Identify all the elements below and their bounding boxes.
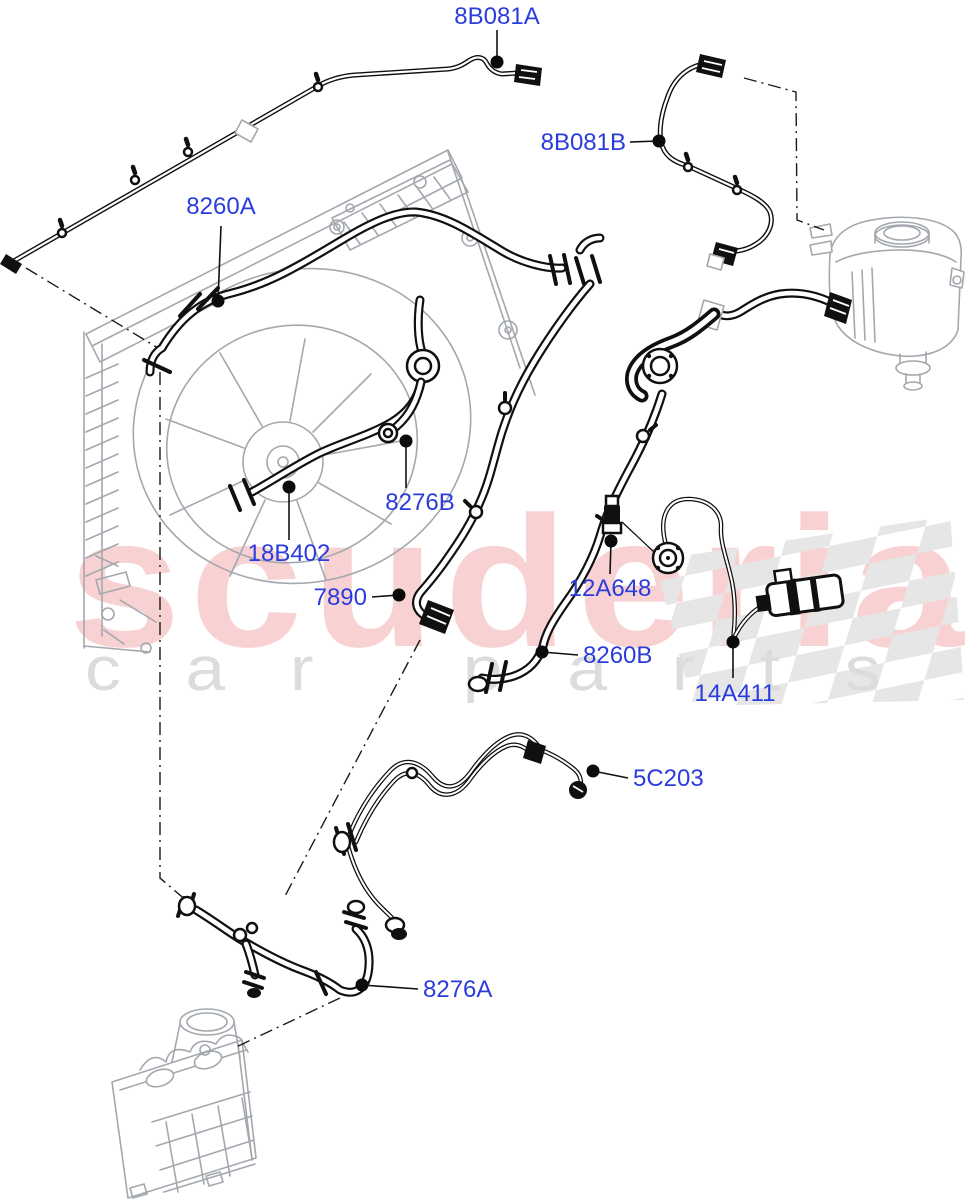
hose-to-7890-connector <box>412 233 605 634</box>
part-label-12A648[interactable]: 12A648 <box>569 575 652 602</box>
callout-dot <box>211 294 225 308</box>
part-label-18B402[interactable]: 18B402 <box>248 540 331 567</box>
part-label-8B081B[interactable]: 8B081B <box>541 129 626 156</box>
watermark-tagline: car parts <box>85 635 945 704</box>
hose-8276A <box>176 892 374 998</box>
part-label-8B081A[interactable]: 8B081A <box>454 3 539 30</box>
vent-tube-8B081A <box>0 55 542 274</box>
callout-dot <box>282 480 296 494</box>
callouts: 8B081A 8B081B 8260A 8276B 18B402 7890 12A648 82… <box>186 3 775 1003</box>
callout-dot <box>726 635 740 649</box>
callout-dot <box>490 55 504 69</box>
callout-dot <box>604 534 618 548</box>
stub-hose-8276B <box>377 377 426 444</box>
part-label-14A411[interactable]: 14A411 <box>695 680 776 707</box>
leader-line <box>361 984 419 990</box>
part-label-8276A[interactable]: 8276A <box>423 976 492 1003</box>
leader-line <box>217 225 222 302</box>
upper-hose-8260A <box>142 207 572 377</box>
part-label-5C203[interactable]: 5C203 <box>633 765 704 792</box>
intercooler <box>111 1008 257 1199</box>
assembly-reference-lines <box>25 77 825 1049</box>
expansion-tank <box>809 216 965 391</box>
hose-from-tank <box>696 288 852 331</box>
tube-assembly-5C203 <box>332 732 587 940</box>
callout-dot <box>652 134 666 148</box>
callout-dot <box>535 645 549 659</box>
tube-8B081B <box>657 54 774 271</box>
part-label-7890[interactable]: 7890 <box>314 584 367 611</box>
callout-dot <box>392 588 406 602</box>
callout-dot <box>399 434 413 448</box>
thermostat-housing <box>625 307 721 403</box>
part-label-8260A[interactable]: 8260A <box>186 193 255 220</box>
callout-dot <box>586 764 600 778</box>
part-label-8260B[interactable]: 8260B <box>583 642 652 669</box>
harness-14A411 <box>651 496 845 643</box>
callout-dot <box>355 978 369 992</box>
part-label-8276B[interactable]: 8276B <box>385 489 454 516</box>
